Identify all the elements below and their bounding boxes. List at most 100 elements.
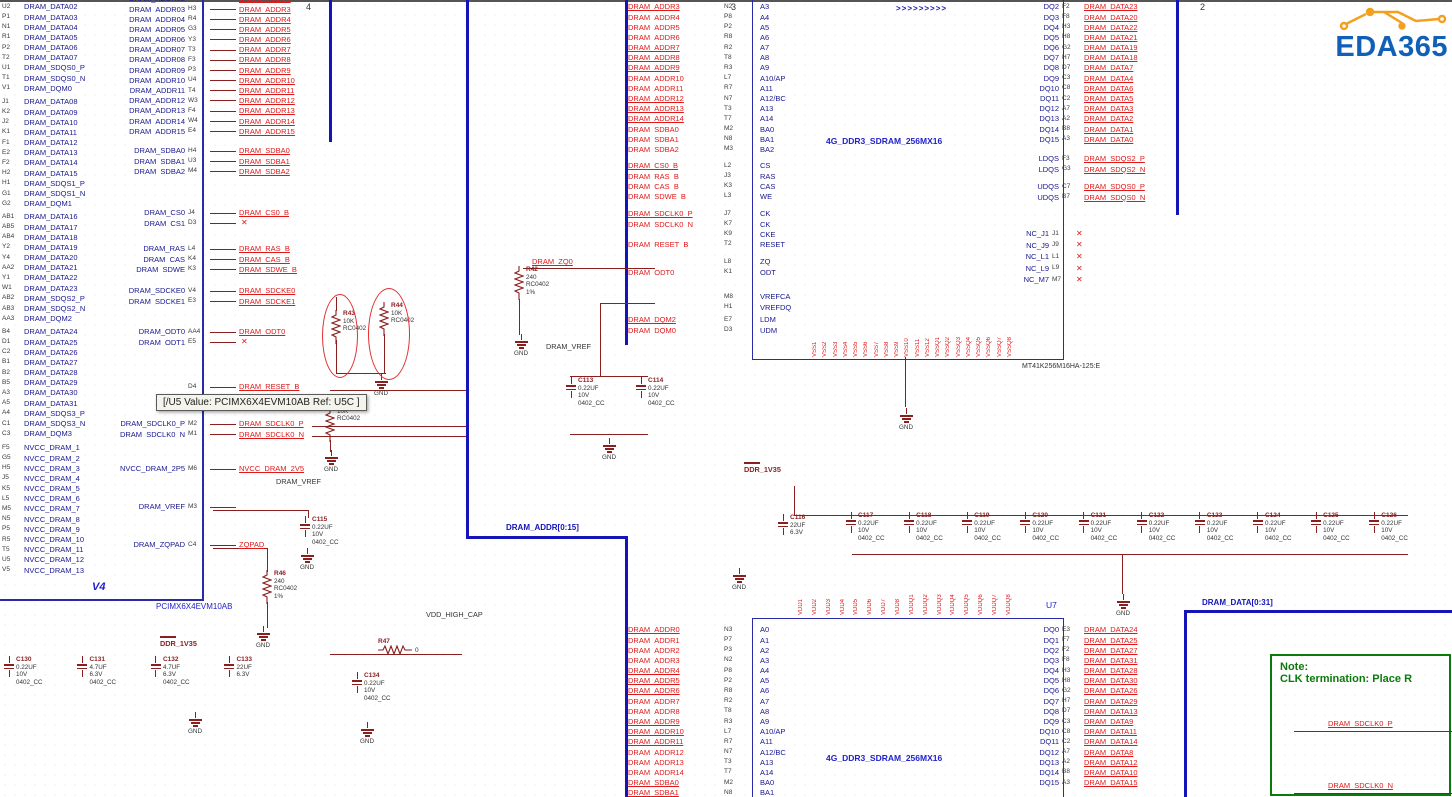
addr-bus-segment[interactable] [625, 0, 628, 345]
data-bus-segment[interactable] [1184, 610, 1452, 613]
net-label[interactable]: DRAM_SDCKE0 [239, 286, 296, 296]
capacitor[interactable]: C117 0.22UF 10V 0402_CC [846, 512, 885, 542]
net-label[interactable]: DRAM_DATA30 [1084, 676, 1138, 686]
net-label[interactable]: DRAM_RESET_B [239, 382, 300, 392]
net-label[interactable]: DRAM_DATA0 [1084, 134, 1134, 144]
net-label[interactable]: DRAM_ODT0 [239, 327, 286, 337]
net-label[interactable]: DRAM_ADDR14 [239, 116, 295, 126]
addr-bus-segment[interactable] [625, 536, 628, 797]
net-label[interactable]: DRAM_ADDR6 [239, 35, 291, 45]
net-label[interactable]: DRAM_ADDR12 [239, 96, 295, 106]
net-label[interactable]: DRAM_SDBA2 [628, 145, 679, 154]
net-label[interactable]: DRAM_DATA25 [1084, 635, 1138, 645]
net-label[interactable]: DRAM_ADDR8 [628, 707, 680, 716]
capacitor[interactable]: C113 0.22UF 10V 0402_CC [566, 377, 605, 407]
net-label[interactable]: DRAM_DATA4 [1084, 73, 1134, 83]
capacitor[interactable]: C133 22UF 6.3V [224, 656, 252, 686]
net-label[interactable]: DRAM_SDQS2_P [1084, 154, 1145, 164]
net-label[interactable]: DRAM_SDCLK0_P [628, 210, 693, 218]
net-label-zq0[interactable]: DRAM_ZQ0 [532, 257, 573, 266]
net-label[interactable]: DRAM_DATA20 [1084, 12, 1138, 22]
net-label[interactable]: DRAM_RAS_B [628, 172, 679, 181]
net-label[interactable]: DRAM_ADDR11 [628, 84, 684, 93]
net-label[interactable]: DRAM_ADDR11 [628, 738, 684, 746]
net-label[interactable]: DRAM_ADDR4 [239, 14, 291, 24]
addr-bus-segment[interactable] [466, 0, 469, 539]
net-label[interactable]: DRAM_SDCLK0_N [628, 220, 694, 229]
net-label[interactable]: DRAM_CS0_B [239, 208, 290, 218]
addr-bus-segment[interactable] [466, 536, 628, 539]
net-label[interactable]: DRAM_CAS_B [239, 254, 290, 264]
net-label[interactable]: DRAM_ADDR0 [628, 626, 680, 634]
net-label[interactable]: DRAM_DATA9 [1084, 717, 1134, 727]
net-label[interactable]: DRAM_ADDR13 [239, 106, 295, 116]
data-bus-segment[interactable] [1176, 0, 1179, 215]
net-label[interactable]: DRAM_ADDR11 [239, 86, 295, 96]
net-label[interactable]: DRAM_ADDR9 [628, 64, 680, 72]
net-label[interactable]: DRAM_ADDR6 [628, 33, 680, 42]
net-label[interactable]: DRAM_ADDR9 [239, 65, 291, 75]
net-label[interactable]: DRAM_SDCKE1 [239, 296, 296, 306]
net-label[interactable]: DRAM_DATA15 [1084, 778, 1138, 788]
capacitor[interactable]: C121 0.22UF 10V 0402_CC [1078, 512, 1117, 542]
capacitor[interactable]: C123 0.22UF 10V 0402_CC [1194, 512, 1233, 542]
capacitor[interactable]: C118 0.22UF 10V 0402_CC [904, 512, 943, 542]
capacitor[interactable]: C130 0.22UF 10V 0402_CC [4, 656, 43, 686]
data-bus-label[interactable]: DRAM_DATA[0:31] [1202, 598, 1273, 607]
net-label[interactable]: DRAM_ADDR3 [628, 3, 680, 11]
capacitor[interactable]: C114 0.22UF 10V 0402_CC [636, 377, 675, 407]
net-label[interactable]: DRAM_DATA19 [1084, 43, 1138, 53]
net-label[interactable]: DRAM_DATA24 [1084, 625, 1138, 635]
net-label[interactable]: DRAM_SDCLK0_N [239, 429, 305, 439]
net-label[interactable]: DRAM_SDBA1 [628, 135, 679, 144]
net-label[interactable]: DRAM_DATA27 [1084, 645, 1138, 655]
net-label[interactable]: DRAM_DATA14 [1084, 737, 1138, 747]
u5-symbol-edge[interactable] [202, 0, 204, 600]
net-label[interactable]: DRAM_ADDR8 [239, 55, 291, 65]
net-label[interactable]: DRAM_ADDR2 [239, 0, 291, 3]
net-label[interactable]: DRAM_DATA6 [1084, 83, 1134, 93]
addr-bus-segment[interactable] [329, 0, 332, 142]
net-label[interactable]: DRAM_ADDR4 [628, 667, 680, 675]
capacitor[interactable]: C116 22UF 6.3V [778, 514, 805, 537]
net-label[interactable]: DRAM_ADDR5 [628, 677, 680, 685]
net-label[interactable]: DRAM_DATA26 [1084, 686, 1138, 696]
capacitor[interactable]: C115 0.22UF 10V 0402_CC [300, 516, 339, 546]
net-label[interactable]: DRAM_DATA29 [1084, 696, 1138, 706]
net-label[interactable]: DRAM_ADDR6 [628, 687, 680, 695]
net-label[interactable]: DRAM_DATA18 [1084, 53, 1138, 63]
net-label[interactable]: DRAM_ADDR14 [628, 768, 684, 777]
ddr3-chip-top-body[interactable] [752, 0, 1064, 360]
net-label[interactable]: DRAM_SDBA2 [239, 166, 290, 176]
data-bus-segment[interactable] [1184, 610, 1187, 797]
net-label[interactable]: DRAM_DATA10 [1084, 767, 1138, 777]
net-label[interactable]: DRAM_ADDR5 [239, 24, 291, 34]
net-label[interactable]: DRAM_ADDR2 [628, 646, 680, 655]
net-label[interactable]: DRAM_CS0_B [628, 162, 679, 170]
net-label[interactable]: DRAM_DATA2 [1084, 114, 1134, 124]
net-label[interactable]: DRAM_ADDR9 [628, 718, 680, 726]
net-label[interactable]: DRAM_ADDR3 [239, 4, 291, 14]
net-label[interactable]: DRAM_ADDR12 [628, 95, 684, 103]
net-label[interactable]: DRAM_ADDR10 [628, 74, 684, 83]
u5-symbol-edge[interactable] [0, 599, 204, 601]
net-label[interactable]: DRAM_SDBA1 [239, 156, 290, 166]
net-label[interactable]: DRAM_ADDR15 [239, 126, 295, 136]
capacitor[interactable]: C122 0.22UF 10V 0402_CC [1136, 512, 1175, 542]
net-label[interactable]: DRAM_SDBA0 [628, 125, 679, 134]
net-label[interactable]: DRAM_SDQS2_N [1084, 164, 1146, 174]
capacitor[interactable]: C132 4.7UF 6.3V 0402_CC [150, 656, 190, 686]
net-label[interactable]: DRAM_ADDR12 [628, 748, 684, 757]
net-label[interactable]: DRAM_SDWE_B [628, 192, 686, 201]
net-label[interactable]: DRAM_SDQS0_P [1084, 182, 1145, 192]
net-label[interactable]: DRAM_DATA31 [1084, 655, 1138, 665]
net-label[interactable]: DRAM_DQM2 [628, 316, 676, 324]
net-label[interactable]: ZQPAD [239, 540, 265, 550]
net-label[interactable]: DRAM_ADDR13 [628, 105, 684, 113]
net-label[interactable]: DRAM_RESET_B [628, 240, 689, 249]
capacitor[interactable]: C120 0.22UF 10V 0402_CC [1020, 512, 1059, 542]
capacitor[interactable]: C125 0.22UF 10V 0402_CC [1311, 512, 1350, 542]
net-label[interactable]: NVCC_DRAM_2V5 [239, 464, 305, 474]
